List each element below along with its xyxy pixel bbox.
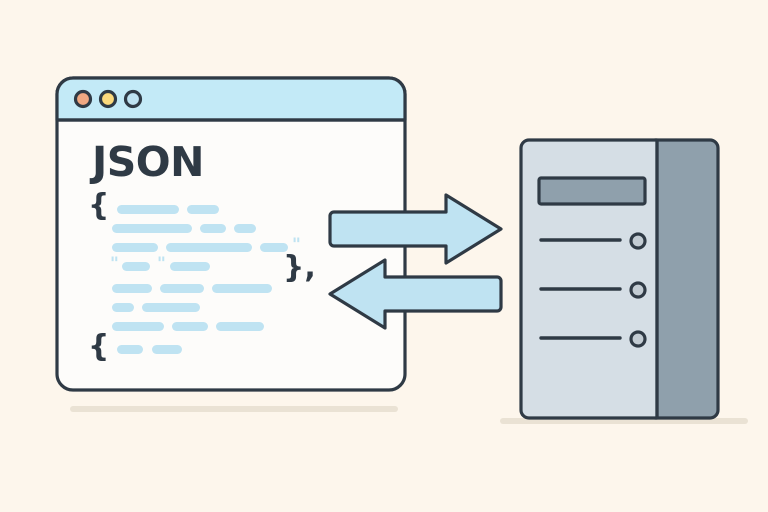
code-bar [112, 284, 152, 293]
drive-bay-led-icon [629, 232, 647, 250]
quote-glyph: " [292, 235, 301, 255]
minimize-dot[interactable] [98, 89, 118, 109]
code-line-4: " " [110, 254, 210, 274]
code-line-3: " [112, 235, 301, 255]
code-line-2 [112, 224, 256, 233]
code-bar [117, 205, 179, 214]
code-bar [112, 243, 158, 252]
code-line-8 [117, 345, 182, 354]
code-bar [160, 284, 204, 293]
code-line-1 [117, 205, 219, 214]
server-front-face [519, 138, 659, 420]
close-brace: }, [283, 250, 316, 285]
server-drive-bay-3[interactable] [539, 330, 647, 348]
page-title: JSON [89, 138, 204, 186]
quote-glyph: " [110, 254, 119, 274]
code-bar [187, 205, 219, 214]
code-bar [172, 322, 208, 331]
code-line-7 [112, 322, 264, 331]
code-bar [112, 322, 164, 331]
close-dot[interactable] [73, 89, 93, 109]
code-bar [152, 345, 182, 354]
code-bar [117, 345, 143, 354]
code-bar [142, 303, 200, 312]
code-line-5 [112, 284, 272, 293]
request-arrow-right-icon[interactable] [328, 193, 503, 265]
window-ground-shadow [70, 406, 398, 412]
drive-bay-led-icon [629, 330, 647, 348]
drive-bay-led-icon [629, 281, 647, 299]
server-side-panel [653, 138, 720, 420]
window-titlebar [55, 76, 407, 122]
code-bar [234, 224, 256, 233]
open-brace-bottom: { [88, 329, 109, 364]
code-bar [200, 224, 226, 233]
code-line-6 [112, 303, 200, 312]
server-drive-bay-2[interactable] [539, 281, 647, 299]
quote-glyph: " [157, 254, 166, 274]
server-drive-bay-1[interactable] [539, 232, 647, 250]
code-bar [112, 224, 192, 233]
code-bar [112, 303, 134, 312]
code-bar [166, 243, 252, 252]
code-bar [260, 243, 288, 252]
response-arrow-left-icon[interactable] [328, 258, 503, 330]
maximize-dot[interactable] [123, 89, 143, 109]
code-bar [212, 284, 272, 293]
code-bar [216, 322, 264, 331]
code-bar [170, 262, 210, 271]
code-bar [122, 262, 150, 271]
server-display-panel[interactable] [537, 176, 647, 206]
open-brace-top: { [88, 188, 109, 223]
